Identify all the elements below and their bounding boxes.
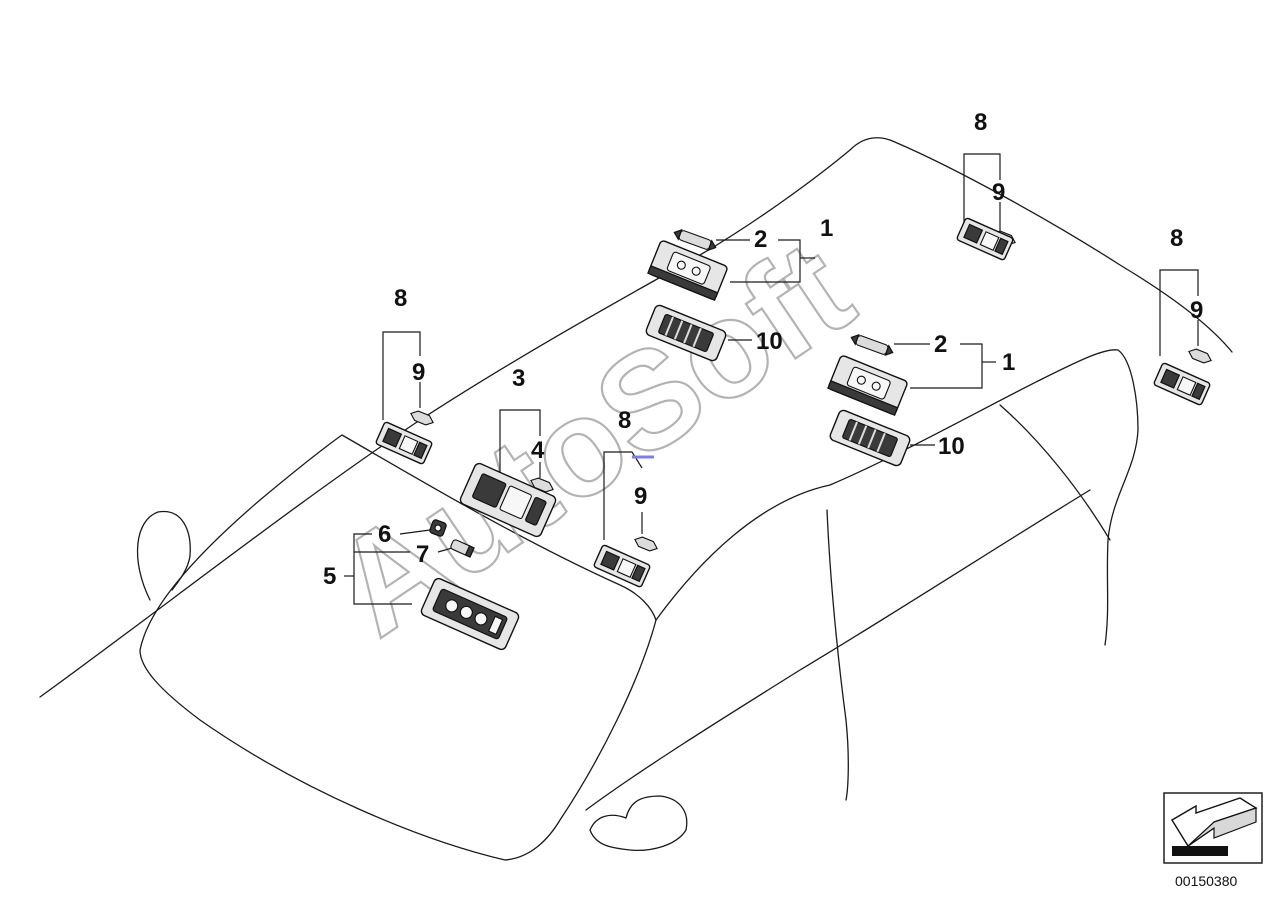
callout-8: 8 <box>974 109 987 136</box>
callout-labels: 1 2 10 1 2 10 3 4 5 6 7 8 9 8 9 8 9 8 9 <box>323 109 1203 590</box>
diagram-number: 00150380 <box>1175 873 1238 889</box>
reading-light-front <box>645 228 815 362</box>
light-housing-icon <box>647 240 728 301</box>
vanity-light-right-rear <box>1153 269 1212 406</box>
reading-light-rear <box>827 333 996 467</box>
bulb-icon <box>1188 348 1212 364</box>
callout-8: 8 <box>1170 225 1183 252</box>
bulb-icon <box>634 536 658 552</box>
callout-3: 3 <box>512 365 525 392</box>
callout-9: 9 <box>412 359 425 386</box>
vanity-light-left-rear <box>593 451 658 588</box>
front-console-light <box>344 519 520 651</box>
callout-6: 6 <box>378 521 391 548</box>
callout-9: 9 <box>992 179 1005 206</box>
vanity-light-right-front <box>956 153 1016 261</box>
reference-box: 00150380 <box>1163 792 1263 889</box>
vanity-light-icon <box>956 217 1014 261</box>
callout-1: 1 <box>820 215 833 242</box>
interior-light-centre <box>459 409 557 538</box>
callout-2: 2 <box>754 226 767 253</box>
callout-1: 1 <box>1002 349 1015 376</box>
vanity-light-icon <box>593 544 651 588</box>
callout-10: 10 <box>938 433 965 460</box>
callout-4: 4 <box>531 437 545 464</box>
light-housing-icon <box>827 355 908 416</box>
bulb-icon <box>450 539 475 558</box>
callout-8: 8 <box>618 407 631 434</box>
car-outline <box>39 137 1233 861</box>
callout-5: 5 <box>323 563 336 590</box>
interior-light-icon <box>459 462 557 538</box>
callout-7: 7 <box>416 541 429 568</box>
bulb-icon <box>850 333 894 357</box>
bulb-socket-icon <box>429 519 447 537</box>
light-cover-icon <box>829 409 911 467</box>
vanity-light-left-front <box>375 331 434 465</box>
callout-8: 8 <box>394 285 407 312</box>
bulb-icon <box>410 410 434 426</box>
vanity-light-icon <box>1153 362 1211 406</box>
console-light-icon <box>420 577 520 651</box>
callout-9: 9 <box>1190 297 1203 324</box>
callout-9: 9 <box>634 483 647 510</box>
vanity-light-icon <box>375 421 433 465</box>
arrow-reference-icon <box>1171 797 1258 856</box>
callout-10: 10 <box>756 328 783 355</box>
light-cover-icon <box>645 304 727 362</box>
callout-2: 2 <box>934 331 947 358</box>
bulb-icon <box>673 228 717 252</box>
